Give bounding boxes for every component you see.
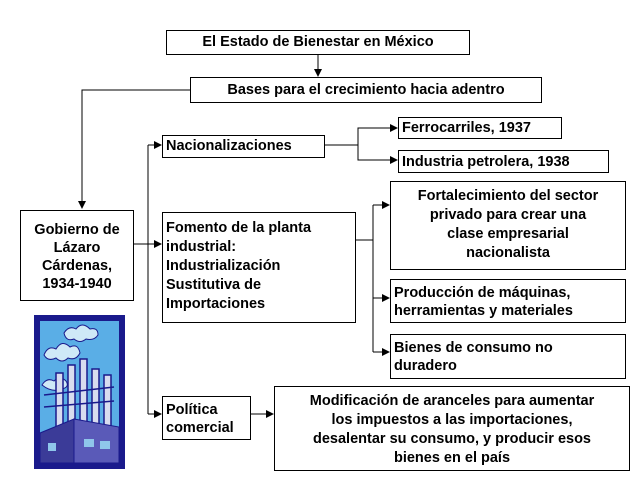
modificacion-line-4: bienes en el país [393, 450, 511, 466]
petrolera-text: Industria petrolera, 1938 [402, 154, 570, 170]
fortalecimiento-line-1: Fortalecimiento del sector [417, 188, 599, 204]
fortalecimiento-line-2: privado para crear una [429, 207, 587, 223]
nacionalizaciones-text: Nacionalizaciones [166, 138, 292, 154]
fomento-line-2: industrial: [166, 239, 237, 255]
produccion-line-1: Producción de máquinas, [394, 285, 571, 301]
modificacion-line-3: desalentar su consumo, y producir esos [313, 431, 591, 447]
fortalecimiento-box: Fortalecimiento del sector privado para … [390, 181, 626, 270]
produccion-box: Producción de máquinas, herramientas y m… [390, 279, 626, 323]
fomento-box: Fomento de la planta industrial: Industr… [162, 212, 356, 323]
gobierno-box: Gobierno de Lázaro Cárdenas, 1934-1940 [20, 210, 134, 301]
fomento-line-4: Sustitutiva de [166, 277, 262, 293]
politica-box: Política comercial [162, 396, 251, 440]
politica-line-1: Política [166, 402, 218, 418]
bases-box: Bases para el crecimiento hacia adentro [190, 77, 542, 103]
bienes-line-1: Bienes de consumo no [394, 340, 553, 356]
title-text: El Estado de Bienestar en México [202, 34, 434, 50]
bienes-line-2: duradero [394, 358, 457, 374]
bases-text: Bases para el crecimiento hacia adentro [227, 82, 505, 98]
gobierno-line-3: Cárdenas, [41, 258, 113, 274]
fomento-line-1: Fomento de la planta [166, 220, 312, 236]
nacionalizaciones-box: Nacionalizaciones [162, 135, 325, 158]
politica-line-2: comercial [166, 420, 234, 436]
arrow-to-ferrocarriles [357, 124, 398, 145]
fomento-line-5: Importaciones [166, 296, 266, 312]
modificacion-line-2: los impuestos a las importaciones, [331, 412, 573, 428]
produccion-line-2: herramientas y materiales [394, 303, 573, 319]
gobierno-line-4: 1934-1940 [42, 276, 112, 292]
ferrocarriles-box: Ferrocarriles, 1937 [398, 117, 562, 139]
fortalecimiento-line-4: nacionalista [466, 245, 550, 261]
fortalecimiento-line-3: clase empresarial [447, 226, 569, 242]
modificacion-line-1: Modificación de aranceles para aumentar [309, 393, 595, 409]
gobierno-line-2: Lázaro [53, 240, 101, 256]
modificacion-box: Modificación de aranceles para aumentar … [274, 386, 630, 471]
petrolera-box: Industria petrolera, 1938 [398, 150, 609, 173]
arrow-to-petrolera [357, 145, 398, 164]
bienes-box: Bienes de consumo no duradero [390, 334, 626, 379]
arrow-bases-to-gobierno [78, 89, 190, 209]
title-box: El Estado de Bienestar en México [166, 30, 470, 55]
factory-clipart-icon [34, 315, 125, 469]
gobierno-line-1: Gobierno de [34, 222, 120, 238]
ferrocarriles-text: Ferrocarriles, 1937 [402, 120, 531, 136]
fomento-line-3: Industrialización [166, 258, 281, 274]
